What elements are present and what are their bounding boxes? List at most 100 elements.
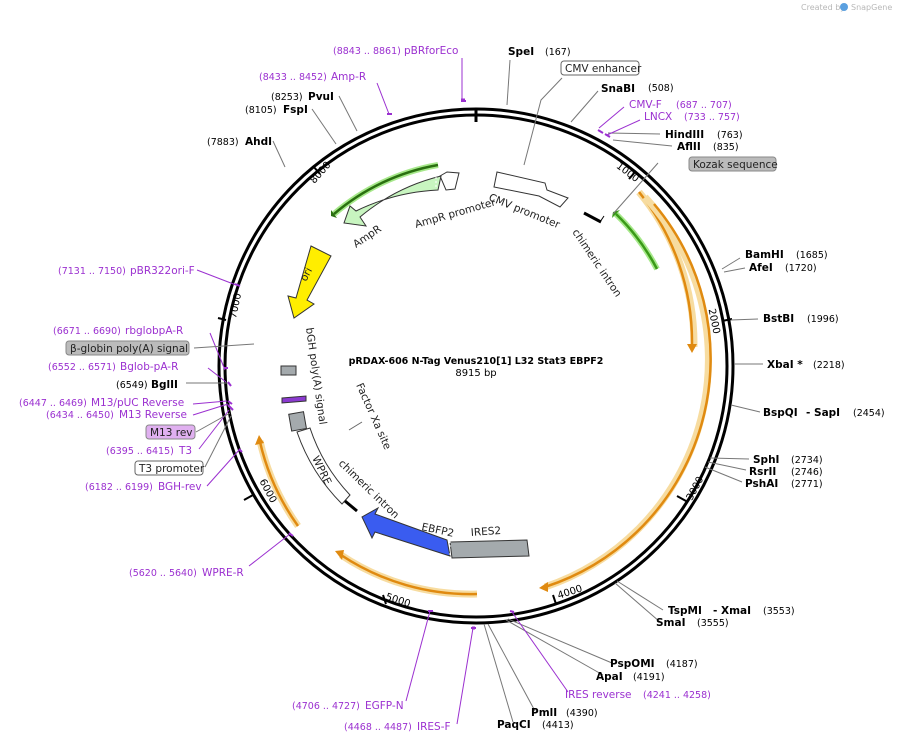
enzyme-bspqi-pos: (2454)	[853, 408, 885, 419]
label-ampr-promoter: AmpR promoter	[414, 196, 498, 231]
primer-wprer-pos: (5620 .. 5640)	[129, 568, 197, 579]
cmv-promoter-arrow	[493, 171, 569, 208]
primer-marks	[224, 100, 611, 629]
box-kozak	[688, 156, 777, 172]
chimeric-intron-mark-2	[344, 499, 358, 513]
enzyme-smai: SmaI	[656, 617, 686, 629]
enzyme-pvui-pos: (8253)	[271, 92, 303, 103]
enzyme-bglii: BglII	[151, 379, 178, 391]
enzyme-fspi: FspI	[283, 104, 308, 116]
primer-iresf: IRES-F	[417, 721, 451, 733]
label-kozak: Kozak sequence	[693, 159, 778, 171]
enzyme-afei-pos: (1720)	[785, 263, 817, 274]
enzyme-spei-pos: (167)	[545, 47, 571, 58]
enzyme-xbai: XbaI *	[767, 359, 803, 371]
ebfp2-glyph	[361, 506, 451, 557]
primer-iresrev: IRES reverse	[565, 689, 632, 701]
ampr-promoter-arrow	[439, 171, 460, 191]
orf-arc-4-head	[255, 435, 264, 445]
ires2-glyph	[449, 539, 530, 559]
orf-arc-1-head	[687, 344, 697, 353]
label-ori: ori	[298, 266, 315, 284]
primer-leader-lines	[192, 58, 641, 725]
label-ires2: IRES2	[470, 525, 501, 539]
enzyme-bglii-pos: (6549)	[116, 380, 148, 391]
primer-egfpn-pos: (4706 .. 4727)	[292, 701, 360, 712]
enzyme-pmli-pos: (4390)	[566, 708, 598, 719]
enzyme-paqci-pos: (4413)	[542, 720, 574, 731]
orf-arc-2	[544, 203, 712, 589]
primer-pbr322ori-pos: (7131 .. 7150)	[58, 266, 126, 277]
label-cmv-enhancer: CMV enhancer	[565, 63, 642, 75]
primer-wprer: WPRE-R	[202, 567, 244, 579]
primer-pbr322ori: pBR322ori-F	[130, 265, 195, 277]
primer-labels: (8843 .. 8861) pBRforEco (8433 .. 8452) …	[19, 45, 740, 733]
wpre-glyph	[296, 427, 351, 505]
enzyme-pspomi: PspOMI	[610, 658, 655, 670]
primer-cmvf-pos: (687 .. 707)	[676, 100, 732, 111]
enzyme-tspmi-pos: (3553)	[763, 606, 795, 617]
tick-2000	[721, 318, 733, 322]
primer-ampr: Amp-R	[331, 71, 366, 83]
primer-egfpn: EGFP-N	[365, 700, 404, 712]
box-leader-lines	[193, 77, 659, 468]
enzyme-afei: AfeI	[749, 262, 773, 274]
primer-rbglobpa: rbglobpA-R	[125, 325, 183, 337]
enzyme-spei: SpeI	[508, 46, 534, 58]
enzyme-pshai: PshAI	[745, 478, 778, 490]
enzyme-bstbi-pos: (1996)	[807, 314, 839, 325]
primer-m13rev-pos: (6434 .. 6450)	[46, 410, 114, 421]
credit-brand: SnapGene	[851, 3, 892, 12]
enzyme-fspi-pos: (8105)	[245, 105, 277, 116]
tick-1000	[628, 170, 637, 180]
credit-prefix: Created by	[801, 3, 845, 12]
label-t3-promoter: T3 promoter	[138, 463, 205, 475]
primer-m13rev: M13 Reverse	[119, 409, 187, 421]
primer-lncx-pos: (733 .. 757)	[684, 112, 740, 123]
purple-marker	[281, 395, 307, 404]
tick-5000	[382, 594, 387, 605]
box-beta-globin	[65, 340, 190, 356]
enzyme-paqci: PaqCI	[497, 719, 531, 731]
orf-arc-4	[258, 441, 300, 527]
label-ampr: AmpR	[351, 223, 384, 250]
enzyme-snabi-pos: (508)	[648, 83, 674, 94]
enzyme-bstbi: BstBI	[763, 313, 794, 325]
enzyme-bamhi-pos: (1685)	[796, 250, 828, 261]
tick-label-7000: 7000	[228, 292, 244, 319]
ampr-glyph	[343, 175, 442, 227]
primer-iresrev-pos: (4241 .. 4258)	[643, 690, 711, 701]
orf-arc-3-head	[335, 550, 344, 560]
primer-pbrforeco: pBRforEco	[404, 45, 458, 57]
ori-glyph	[287, 245, 332, 319]
enzyme-rsrii-pos: (2746)	[791, 467, 823, 478]
primer-bglobpa: Bglob-pA-R	[120, 361, 178, 373]
primer-bghrev-pos: (6182 .. 6199)	[85, 482, 153, 493]
ampr-orf-head	[331, 210, 337, 218]
tick-6000	[243, 494, 254, 501]
enzyme-pshai-pos: (2771)	[791, 479, 823, 490]
primer-bglobpa-pos: (6552 .. 6571)	[48, 362, 116, 373]
enzyme-snabi: SnaBI	[601, 83, 635, 95]
label-factor-xa: Factor Xa site	[353, 381, 393, 451]
enzyme-sapi: - SapI	[806, 407, 840, 419]
enzyme-sphi-pos: (2734)	[791, 455, 823, 466]
gray-box	[288, 411, 308, 432]
snapgene-credit: Created by SnapGene	[801, 3, 892, 12]
primer-rbglobpa-pos: (6671 .. 6690)	[53, 326, 121, 337]
factor-xa-mark	[348, 421, 363, 431]
tick-3000	[676, 495, 687, 502]
enzyme-aflii-pos: (835)	[713, 142, 739, 153]
primer-bghrev: BGH-rev	[158, 481, 202, 493]
enzyme-aflii: AflII	[677, 141, 701, 153]
label-bgh-polya: bGH poly(A) signal	[303, 327, 329, 426]
box-cmv-enhancer	[560, 60, 640, 76]
enzyme-ahdi: AhdI	[245, 136, 272, 148]
tick-7000	[217, 317, 227, 321]
plasmid-name: pRDAX-606 N-Tag Venus210[1] L32 Stat3 EB…	[349, 356, 604, 367]
intron-tail	[599, 215, 605, 223]
primer-t3: T3	[178, 445, 192, 457]
enzyme-bspqi: BspQI	[763, 407, 798, 419]
box-m13-rev	[145, 424, 196, 440]
